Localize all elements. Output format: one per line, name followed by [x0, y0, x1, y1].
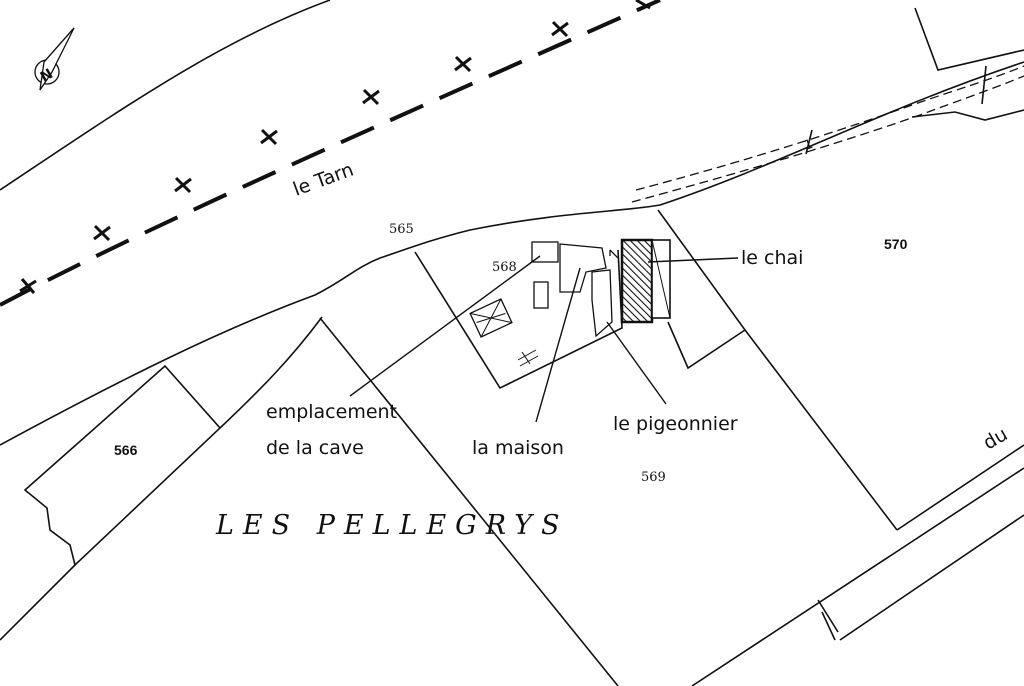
path-dashed-2 [635, 65, 1024, 191]
parcel-number-569: 569 [641, 470, 666, 485]
place-name: LES PELLEGRYS [215, 510, 569, 541]
label-de-la-cave: de la cave [266, 437, 364, 459]
river-bank-south [0, 61, 1024, 446]
parcel-number-565: 565 [389, 222, 414, 237]
parcel-ne-block [914, 7, 1024, 71]
parcel-570-notch [667, 321, 746, 370]
parcel-number-570: 570 [884, 236, 908, 252]
chai-entrance-arrow [609, 249, 619, 259]
building-pigeonnier [591, 269, 613, 338]
boundary-tick-marks [805, 65, 987, 155]
river-bank-north [0, 0, 331, 191]
label-la-maison: la maison [472, 437, 564, 459]
parcel-number-568: 568 [492, 260, 517, 275]
parcel-number-566: 566 [114, 442, 138, 458]
boundary-crosses [19, 0, 651, 294]
north-arrow-icon [34, 27, 75, 91]
parcel-boundary-b [219, 316, 323, 429]
parcel-boundary-c [0, 564, 76, 641]
road-edge-north [896, 444, 1024, 531]
building-la-maison [559, 243, 607, 293]
parcel-568-outline [414, 249, 623, 390]
river-label: le Tarn [290, 159, 356, 201]
label-le-pigeonnier: le pigeonnier [613, 413, 738, 435]
road-ne [911, 109, 1024, 121]
parcel-566-outline [23, 364, 222, 567]
road-junction [817, 599, 839, 641]
emplacement-cave-marker [469, 298, 513, 338]
label-emplacement: emplacement [266, 401, 397, 423]
road-edge-middle [691, 467, 1024, 686]
commune-boundary [0, 0, 661, 307]
building-568-small [531, 241, 559, 263]
building-annex [533, 281, 549, 309]
building-le-chai [620, 238, 671, 324]
label-le-chai: le chai [741, 247, 803, 269]
stair-marker [517, 349, 539, 367]
road-edge-south [839, 514, 1024, 641]
parcel-boundary-a [319, 317, 619, 686]
road-label: du [980, 423, 1012, 454]
leader-lines [349, 255, 739, 423]
